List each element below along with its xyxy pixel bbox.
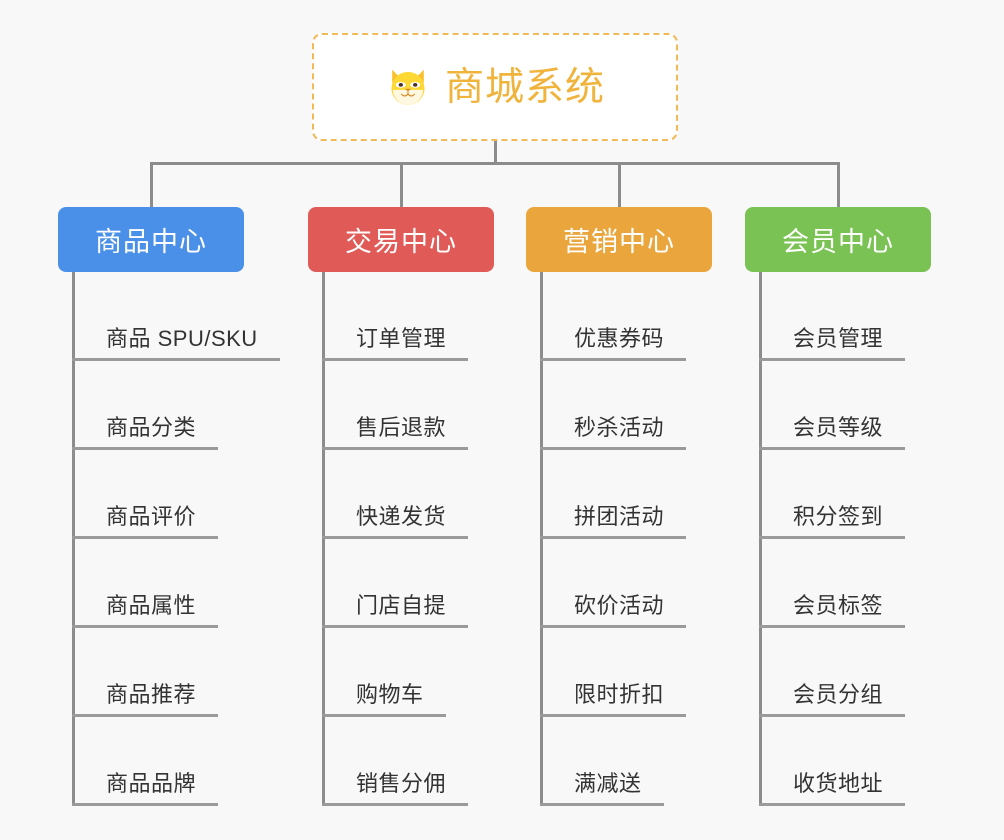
list-item[interactable]: 会员管理 bbox=[759, 272, 931, 361]
branch-header-1[interactable]: 商品中心 bbox=[58, 207, 244, 272]
list-item[interactable]: 快递发货 bbox=[322, 450, 494, 539]
connector-drop-1 bbox=[150, 162, 153, 208]
list-item[interactable]: 销售分佣 bbox=[322, 717, 494, 806]
leaf-label: 优惠券码 bbox=[574, 325, 665, 351]
leaf-list-4: 会员管理 会员等级 积分签到 会员标签 会员分组 收货地址 bbox=[759, 272, 931, 806]
list-item[interactable]: 会员等级 bbox=[759, 361, 931, 450]
branch-header-label-4: 会员中心 bbox=[782, 227, 894, 257]
branch-header-3[interactable]: 营销中心 bbox=[526, 207, 712, 272]
leaf-spine-4 bbox=[759, 272, 762, 806]
leaf-label: 订单管理 bbox=[356, 325, 447, 351]
leaf-label: 积分签到 bbox=[793, 503, 884, 529]
branch-header-label-3: 营销中心 bbox=[563, 227, 675, 257]
list-item[interactable]: 商品分类 bbox=[72, 361, 244, 450]
branch-column-3: 营销中心 优惠券码 秒杀活动 拼团活动 砍价活动 限时折扣 满减送 bbox=[526, 207, 712, 806]
leaf-label: 商品分类 bbox=[106, 414, 197, 440]
leaf-label: 会员标签 bbox=[793, 592, 884, 618]
list-item[interactable]: 收货地址 bbox=[759, 717, 931, 806]
root-title: 商城系统 bbox=[444, 65, 605, 109]
list-item[interactable]: 购物车 bbox=[322, 628, 494, 717]
branch-header-4[interactable]: 会员中心 bbox=[745, 207, 931, 272]
leaf-label: 销售分佣 bbox=[356, 770, 447, 796]
branch-header-2[interactable]: 交易中心 bbox=[308, 207, 494, 272]
connector-drop-3 bbox=[618, 162, 621, 208]
branch-column-2: 交易中心 订单管理 售后退款 快递发货 门店自提 购物车 销售分佣 bbox=[308, 207, 494, 806]
list-item[interactable]: 商品属性 bbox=[72, 539, 244, 628]
list-item[interactable]: 会员分组 bbox=[759, 628, 931, 717]
branch-header-label-1: 商品中心 bbox=[95, 227, 207, 257]
list-item[interactable]: 砍价活动 bbox=[540, 539, 712, 628]
leaf-label: 会员分组 bbox=[793, 681, 884, 707]
list-item[interactable]: 积分签到 bbox=[759, 450, 931, 539]
leaf-label: 会员等级 bbox=[793, 414, 884, 440]
leaf-list-1: 商品 SPU/SKU 商品分类 商品评价 商品属性 商品推荐 商品品牌 bbox=[72, 272, 280, 806]
leaf-spine-2 bbox=[322, 272, 325, 806]
leaf-label: 砍价活动 bbox=[574, 592, 665, 618]
list-item[interactable]: 商品品牌 bbox=[72, 717, 244, 806]
leaf-label: 快递发货 bbox=[356, 503, 447, 529]
list-item[interactable]: 商品 SPU/SKU bbox=[72, 272, 280, 361]
leaf-label: 限时折扣 bbox=[574, 681, 665, 707]
leaf-label: 会员管理 bbox=[793, 325, 884, 351]
list-item[interactable]: 满减送 bbox=[540, 717, 712, 806]
connector-drop-2 bbox=[400, 162, 403, 208]
branch-column-1: 商品中心 商品 SPU/SKU 商品分类 商品评价 商品属性 商品推荐 商品品牌 bbox=[58, 207, 280, 806]
leaf-list-2: 订单管理 售后退款 快递发货 门店自提 购物车 销售分佣 bbox=[322, 272, 494, 806]
leaf-label: 秒杀活动 bbox=[574, 414, 665, 440]
leaf-label: 商品品牌 bbox=[106, 770, 197, 796]
branch-header-label-2: 交易中心 bbox=[345, 227, 457, 257]
leaf-label: 售后退款 bbox=[356, 414, 447, 440]
list-item[interactable]: 会员标签 bbox=[759, 539, 931, 628]
leaf-label: 商品 SPU/SKU bbox=[106, 325, 258, 351]
leaf-label: 商品评价 bbox=[106, 503, 197, 529]
leaf-label: 商品推荐 bbox=[106, 681, 197, 707]
leaf-label: 购物车 bbox=[356, 681, 424, 707]
connector-root-stem bbox=[494, 141, 497, 165]
leaf-label: 收货地址 bbox=[793, 770, 884, 796]
leaf-list-3: 优惠券码 秒杀活动 拼团活动 砍价活动 限时折扣 满减送 bbox=[540, 272, 712, 806]
branch-column-4: 会员中心 会员管理 会员等级 积分签到 会员标签 会员分组 收货地址 bbox=[745, 207, 931, 806]
leaf-label: 门店自提 bbox=[356, 592, 447, 618]
leaf-label: 满减送 bbox=[574, 770, 642, 796]
list-item[interactable]: 秒杀活动 bbox=[540, 361, 712, 450]
connector-trunk bbox=[150, 162, 840, 165]
shiba-dog-face-icon bbox=[391, 69, 425, 107]
list-item[interactable]: 订单管理 bbox=[322, 272, 494, 361]
list-item[interactable]: 门店自提 bbox=[322, 539, 494, 628]
leaf-label: 拼团活动 bbox=[574, 503, 665, 529]
list-item[interactable]: 拼团活动 bbox=[540, 450, 712, 539]
connector-drop-4 bbox=[837, 162, 840, 208]
list-item[interactable]: 售后退款 bbox=[322, 361, 494, 450]
list-item[interactable]: 优惠券码 bbox=[540, 272, 712, 361]
root-node[interactable]: 商城系统 bbox=[312, 33, 678, 141]
leaf-spine-1 bbox=[72, 272, 75, 806]
list-item[interactable]: 限时折扣 bbox=[540, 628, 712, 717]
leaf-label: 商品属性 bbox=[106, 592, 197, 618]
list-item[interactable]: 商品推荐 bbox=[72, 628, 244, 717]
leaf-spine-3 bbox=[540, 272, 543, 806]
list-item[interactable]: 商品评价 bbox=[72, 450, 244, 539]
